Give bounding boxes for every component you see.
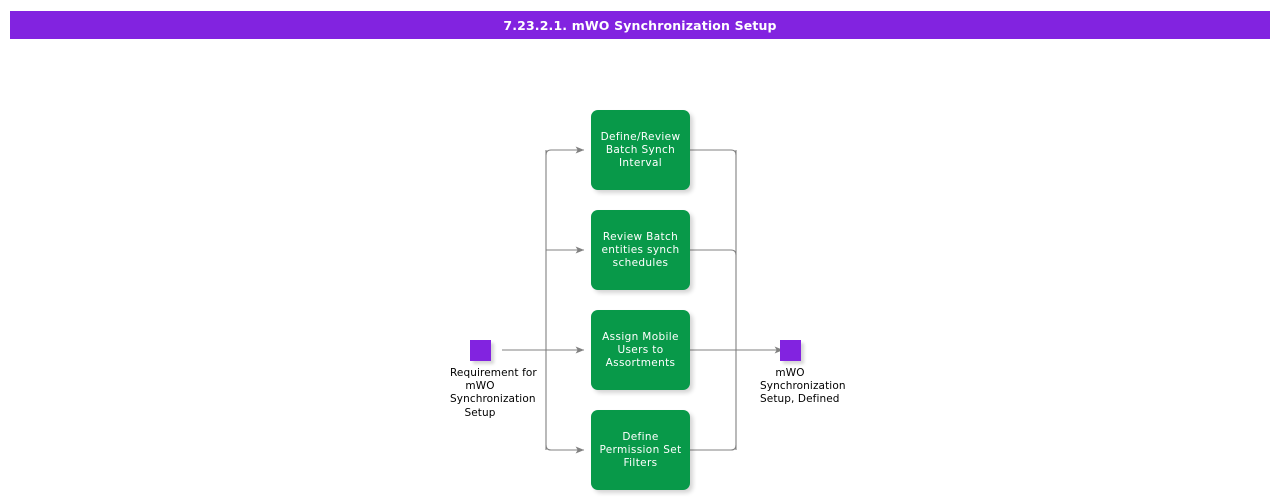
process-box-label: Define Permission Set Filters [594,431,687,470]
page-title-bar: 7.23.2.1. mWO Synchronization Setup [10,11,1270,39]
wire-process-2-to-bus [690,249,737,256]
end-event-label-line: Setup, Defined [760,393,840,406]
process-label-line: Interval [618,156,662,169]
event-square-icon [779,340,801,361]
process-box-assign-mobile-users-to-assortments[interactable]: Assign Mobile Users to Assortments [591,310,690,390]
end-event-label-line: mWO [775,367,805,379]
process-box-define-permission-set-filters[interactable]: Define Permission Set Filters [591,410,690,490]
end-event-node[interactable]: mWO Synchronization Setup, Defined [760,340,846,407]
event-square-icon [469,340,491,361]
process-box-label: Assign Mobile Users to Assortments [594,331,687,370]
process-label-line: schedules [612,256,669,269]
process-box-label: Review Batch entities synch schedules [594,231,687,270]
process-label-line: Define/Review [600,130,681,143]
start-event-label-line: Requirement for [450,367,537,379]
start-event-node[interactable]: Requirement for mWO Synchronization Setu… [450,340,537,420]
start-event-label-line: Synchronization [450,393,536,406]
process-label-line: Assortments [605,356,676,369]
process-box-define-review-batch-synch-interval[interactable]: Define/Review Batch Synch Interval [591,110,690,190]
wire-process-1-to-bus [690,149,737,156]
process-label-line: Batch Synch [605,143,676,156]
process-label-line: entities synch [601,243,680,256]
page-title: 7.23.2.1. mWO Synchronization Setup [503,17,777,33]
wire-bus-to-process-4 [545,444,585,454]
wire-process-4-to-bus [690,444,737,451]
process-label-line: Filters [623,456,658,469]
process-label-line: Define [622,430,659,443]
process-label-line: Assign Mobile [602,330,679,343]
end-event-label-line: Synchronization [760,380,846,393]
process-label-line: Review Batch [602,230,679,243]
process-label-line: Permission Set [599,443,682,456]
process-box-label: Define/Review Batch Synch Interval [594,131,687,170]
start-event-label-line: Setup [464,406,496,419]
start-event-label: Requirement for mWO Synchronization Setu… [450,367,537,420]
start-event-label-line: mWO [465,380,495,393]
process-label-line: Users to [617,343,664,356]
process-box-review-batch-entities-synch-schedules[interactable]: Review Batch entities synch schedules [591,210,690,290]
end-event-label: mWO Synchronization Setup, Defined [760,367,846,407]
wire-bus-to-process-1 [545,146,585,156]
